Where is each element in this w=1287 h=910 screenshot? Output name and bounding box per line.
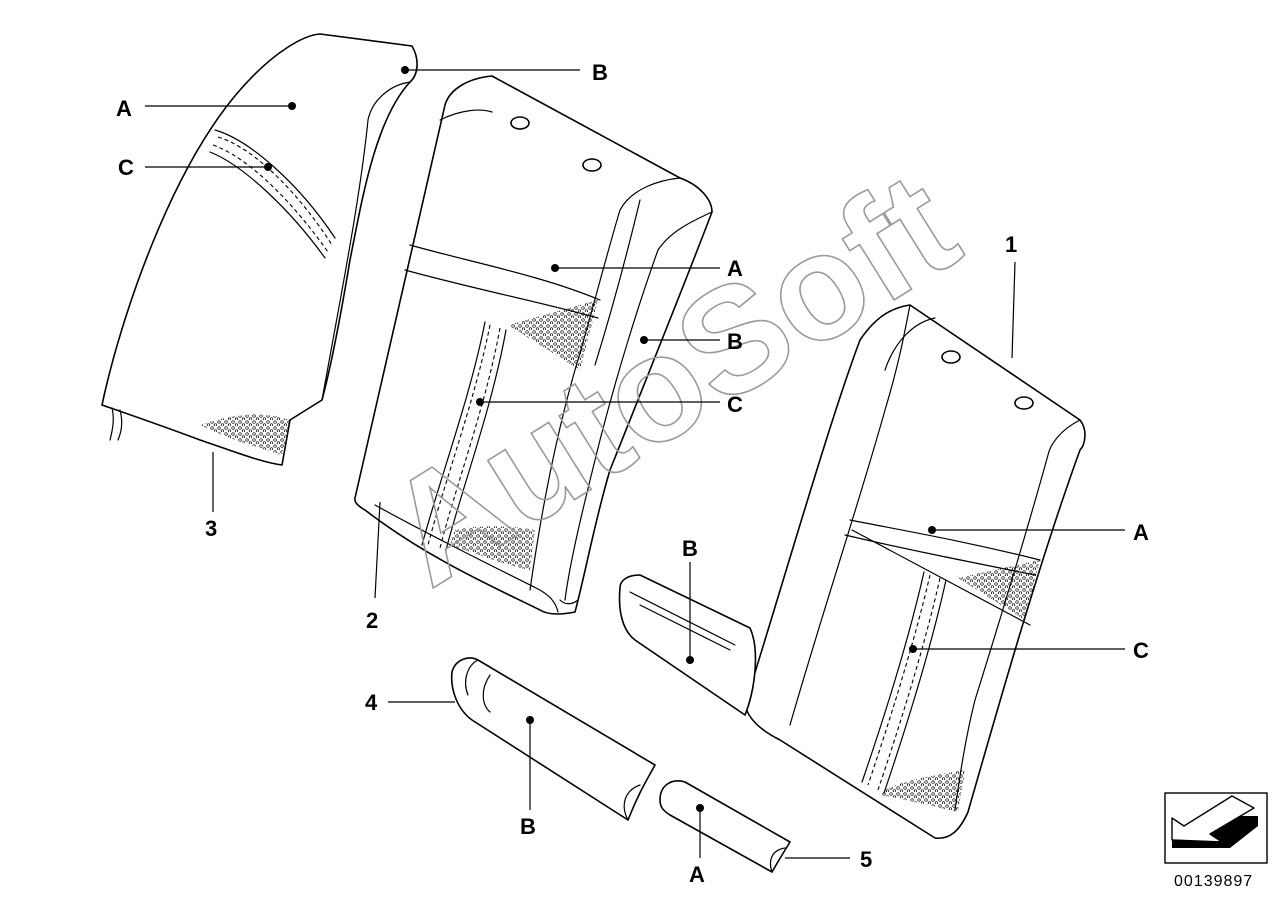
label-c-part1: C <box>1133 638 1149 663</box>
side-bolster-b <box>618 574 757 716</box>
part-1-backrest-cover <box>744 304 1086 839</box>
label-b-bolster: B <box>682 536 698 561</box>
label-a-part2: A <box>727 256 743 281</box>
part-3-side-cover <box>101 33 418 466</box>
label-c-part2: C <box>727 392 743 417</box>
leader-lines <box>145 66 1125 859</box>
label-b-part4: B <box>520 814 536 839</box>
label-part-5: 5 <box>860 847 872 872</box>
part-4-roll <box>450 657 656 821</box>
arrow-orientation-icon <box>1164 792 1268 864</box>
catalog-number: 00139897 <box>1174 873 1253 890</box>
part-5-roll <box>659 780 791 873</box>
label-part-3: 3 <box>205 516 217 541</box>
label-a-part3: A <box>116 96 132 121</box>
label-part-2: 2 <box>366 608 378 633</box>
label-part-4: 4 <box>365 690 378 715</box>
label-a-part5: A <box>689 862 705 887</box>
label-part-1: 1 <box>1005 232 1017 257</box>
label-b-part2: B <box>727 329 743 354</box>
part-2-backrest-cover <box>354 75 713 615</box>
callout-labels: A C B 3 A B C 2 1 A C B 4 B A 5 <box>116 60 1149 887</box>
label-b-part3: B <box>592 60 608 85</box>
label-a-part1: A <box>1133 520 1149 545</box>
label-c-part3: C <box>118 155 134 180</box>
